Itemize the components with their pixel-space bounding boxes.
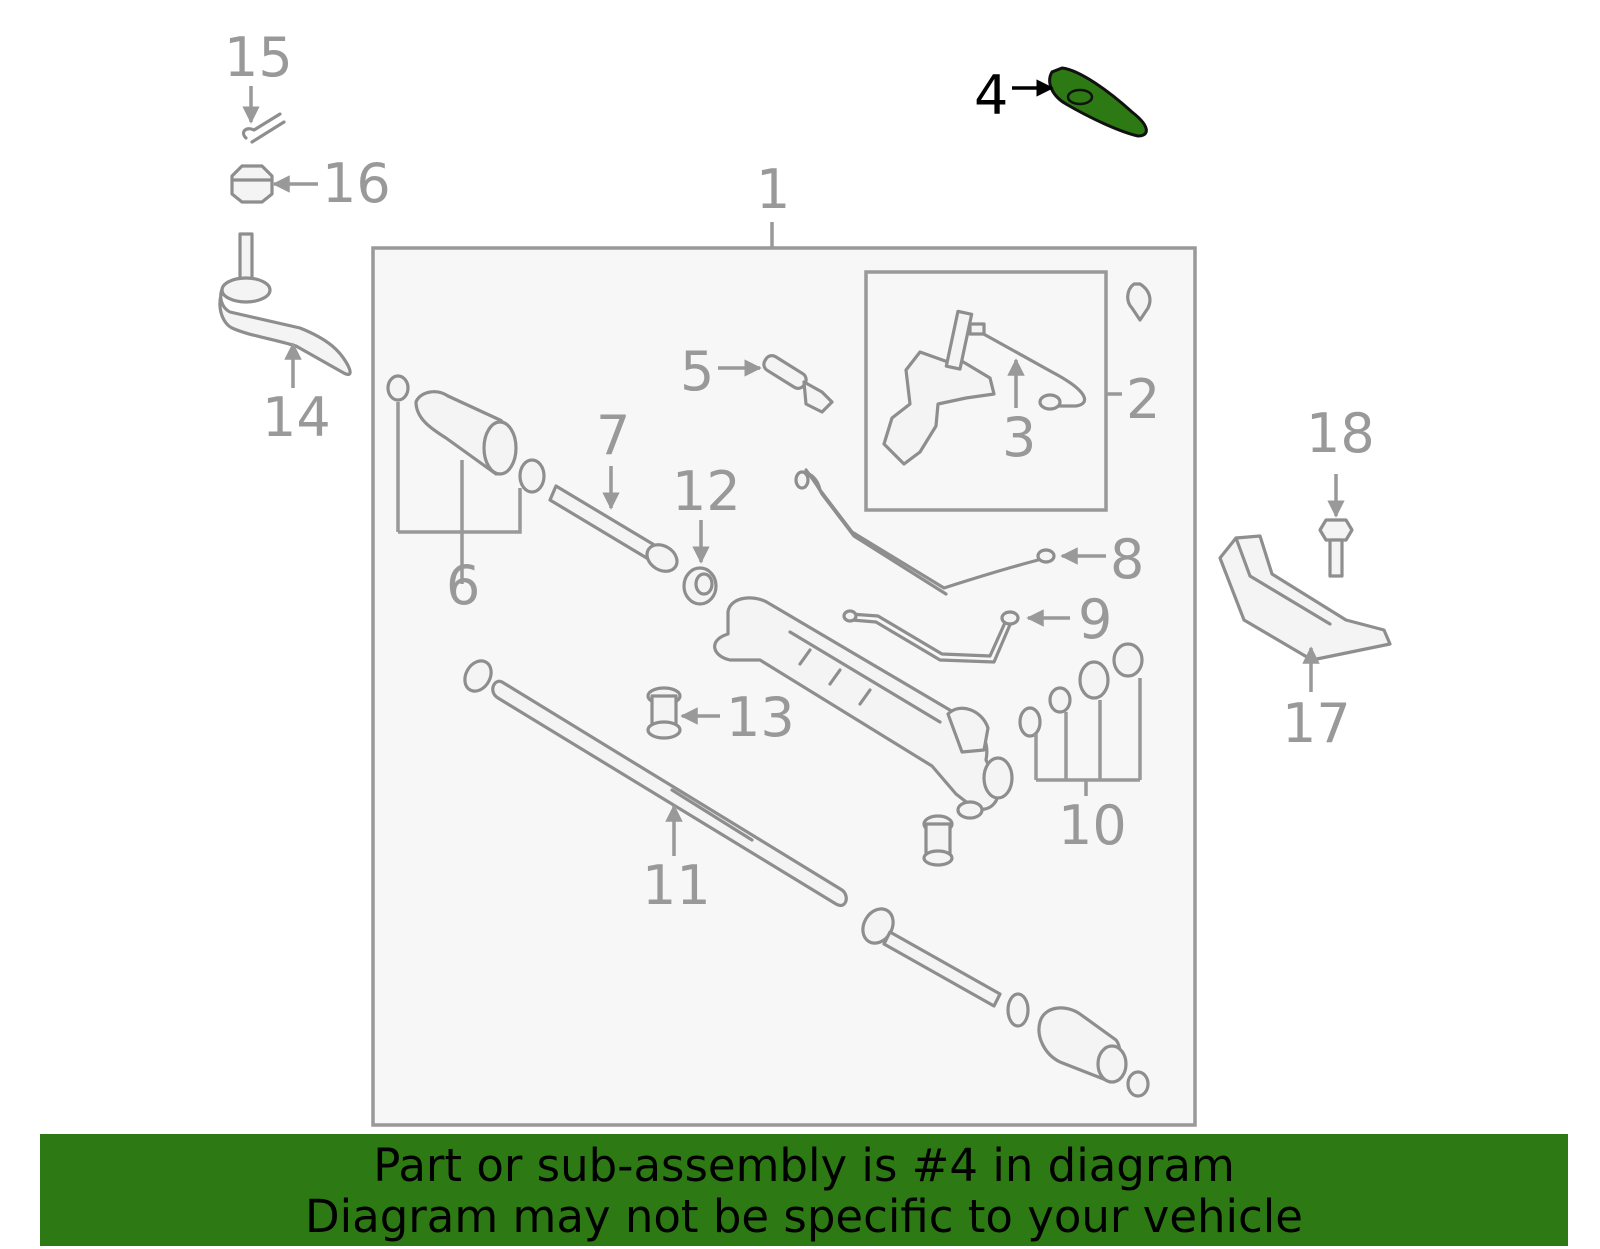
callout-1[interactable]: 1 (756, 158, 790, 221)
callout-16[interactable]: 16 (322, 152, 391, 215)
callout-18[interactable]: 18 (1306, 402, 1375, 465)
part-11-rack-bar (463, 659, 848, 907)
part-8-pipe (794, 468, 1056, 596)
part-18-bolt (1318, 518, 1354, 578)
callout-4[interactable]: 4 (974, 64, 1008, 127)
callout-14[interactable]: 14 (262, 386, 331, 449)
leader-10 (1034, 678, 1142, 796)
callout-6[interactable]: 6 (446, 554, 480, 617)
part-12-bushing (682, 566, 718, 606)
leader-6 (396, 402, 522, 584)
lower-inner-tie-rod (861, 907, 1002, 1008)
banner-line-1: Part or sub-assembly is #4 in diagram (373, 1139, 1235, 1192)
callout-12[interactable]: 12 (672, 460, 741, 523)
callout-11[interactable]: 11 (642, 854, 711, 917)
part-4-cover[interactable] (1048, 66, 1148, 138)
callout-15[interactable]: 15 (224, 26, 293, 89)
part-2-valve (882, 309, 996, 466)
callout-9[interactable]: 9 (1078, 588, 1112, 651)
part-5-bolt (762, 354, 834, 414)
callout-17[interactable]: 17 (1282, 692, 1351, 755)
callout-2[interactable]: 2 (1126, 368, 1160, 431)
part-6-boot-kit (386, 374, 546, 494)
callout-8[interactable]: 8 (1110, 528, 1144, 591)
fitting-icon (1126, 282, 1152, 322)
subassembly-box (864, 270, 1108, 512)
callout-3[interactable]: 3 (1002, 406, 1036, 469)
lower-boot (1006, 992, 1150, 1098)
banner-line-2: Diagram may not be specific to your vehi… (305, 1190, 1303, 1243)
part-3-tube (968, 322, 1087, 411)
callout-13[interactable]: 13 (726, 686, 795, 749)
part-13-grommet (646, 686, 682, 740)
info-banner: Part or sub-assembly is #4 in diagram Di… (40, 1134, 1568, 1246)
callout-10[interactable]: 10 (1058, 794, 1127, 857)
part-16-nut (230, 164, 274, 204)
callout-7[interactable]: 7 (596, 404, 630, 467)
rack-housing (713, 596, 1014, 820)
part-14-tie-rod-end (218, 232, 352, 376)
part-10-seal-kit (1018, 642, 1144, 738)
part-9-pipe (842, 609, 1020, 664)
part-7-inner-tie-rod (548, 484, 679, 573)
lower-grommet (922, 814, 954, 867)
callout-5[interactable]: 5 (680, 340, 714, 403)
part-17-bracket (1218, 534, 1392, 662)
part-15-cotter-pin (242, 112, 286, 144)
